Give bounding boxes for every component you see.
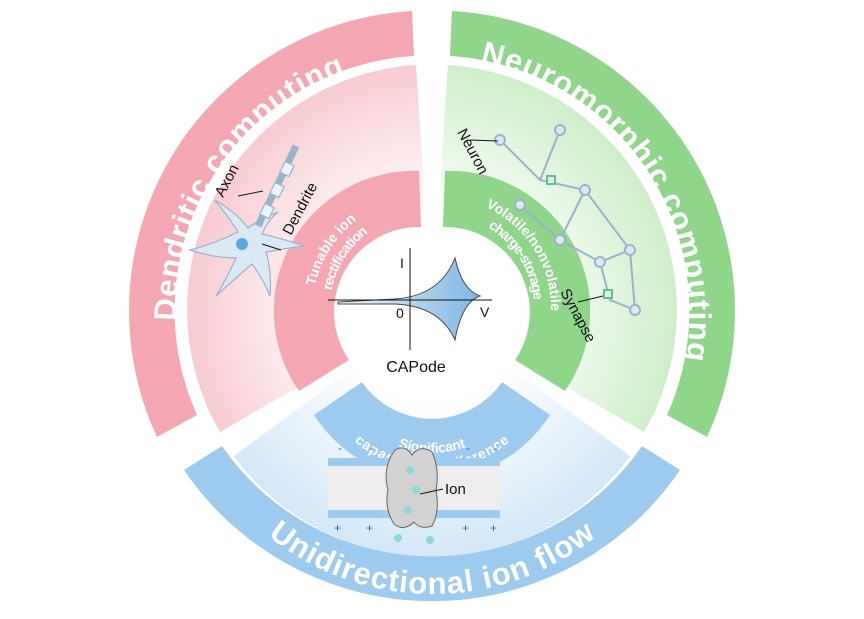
iv-curve [337, 256, 482, 342]
ion-channel-illustration: - - - - + + + + [328, 441, 500, 544]
synapse-pointer [577, 295, 604, 303]
plus-sign-4: + [490, 521, 497, 535]
neuromorphic-inner-band [443, 170, 591, 391]
neuron-pointer [469, 139, 499, 142]
dendritic-outer-band [129, 11, 414, 437]
capode-iv-plot: I V 0 CAPode [328, 248, 492, 376]
neuron-nucleus [236, 238, 248, 250]
channel-protein [385, 447, 438, 528]
axon-pointer [237, 190, 264, 197]
minus-sign-2: - [370, 441, 374, 455]
dendritic-inner-band [273, 170, 421, 391]
dendrite-pointer [261, 243, 282, 251]
minus-sign-3: - [466, 441, 470, 455]
neuromorphic-outer-band [450, 11, 735, 437]
plus-sign-2: + [366, 521, 373, 535]
ion-label: Ion [445, 481, 466, 498]
unidirectional-inner-band [314, 382, 550, 480]
i-axis-label: I [400, 255, 404, 271]
minus-sign-1: - [338, 441, 342, 455]
unidirectional-inner-line1: Significant [397, 435, 467, 456]
neural-network-illustration [494, 124, 641, 316]
neuron-illustration [187, 144, 305, 297]
capode-label: CAPode [386, 359, 446, 376]
plus-sign-3: + [462, 521, 469, 535]
unidirectional-outer-band [184, 446, 680, 602]
minus-sign-4: - [494, 441, 498, 455]
v-axis-label: V [480, 304, 490, 320]
neuron-soma [187, 199, 305, 297]
origin-label: 0 [396, 305, 404, 321]
ion-pointer [419, 488, 444, 495]
plus-sign-1: + [334, 521, 341, 535]
